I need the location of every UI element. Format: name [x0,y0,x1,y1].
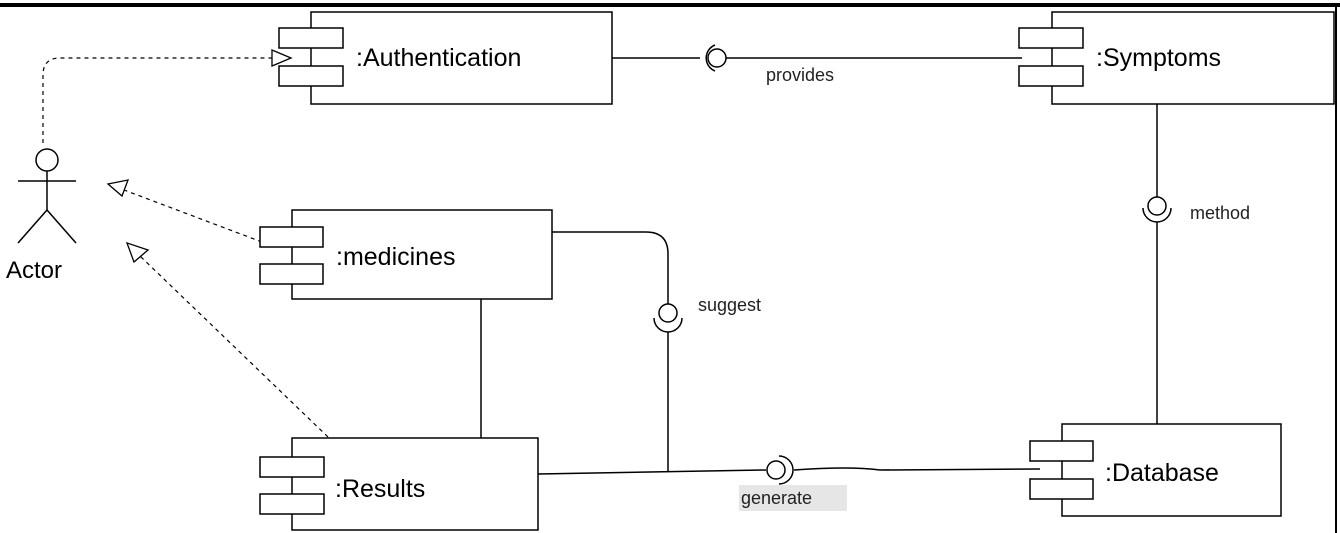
provides-label: provides [766,65,834,85]
component-authentication[interactable]: :Authentication [278,11,613,105]
connector-medicines-suggest[interactable] [552,231,669,305]
component-database[interactable]: :Database [1029,423,1282,517]
method-ball [1147,196,1167,216]
authentication-box [310,11,613,105]
results-label: :Results [335,475,425,503]
authentication-label: :Authentication [356,44,521,72]
results-port-top [259,456,325,478]
actor[interactable]: Actor [6,148,77,284]
generate-socket [778,455,794,485]
connector-generate-database[interactable] [793,467,1041,471]
authentication-port-bottom [278,65,344,87]
suggest-ball [658,303,678,323]
medicines-port-top [259,226,324,248]
suggest-socket [653,317,683,333]
interface-method[interactable] [1142,196,1172,223]
actor-leg-left [17,209,48,244]
symptoms-box [1051,11,1335,105]
database-port-bottom [1029,478,1094,500]
component-medicines[interactable]: :medicines [259,209,553,300]
method-socket [1142,207,1172,223]
symptoms-label: :Symptoms [1096,44,1221,72]
authentication-port-top [278,27,344,49]
generate-label: generate [741,488,812,508]
interface-suggest[interactable] [653,303,683,333]
dependency-results-actor[interactable] [139,255,329,438]
suggest-label: suggest [698,295,761,315]
dependency-medicines-actor[interactable] [123,189,263,243]
interface-generate[interactable] [766,455,794,485]
actor-label: Actor [6,257,62,284]
dependency-arrowhead-medicines [106,179,130,198]
medicines-label: :medicines [336,243,456,271]
symptoms-port-bottom [1018,65,1084,87]
actor-head [35,148,59,172]
generate-label-highlight [739,485,847,511]
dependency-actor-authentication[interactable] [42,57,272,143]
generate-ball [766,460,786,480]
database-box [1061,423,1282,517]
method-label: method [1190,203,1250,223]
dependency-arrowhead-results [125,241,150,264]
component-results[interactable]: :Results [259,437,539,531]
database-port-top [1029,440,1094,462]
provides-ball [707,48,727,68]
interface-provides[interactable] [705,44,727,72]
results-box [291,437,539,531]
database-label: :Database [1105,459,1219,487]
medicines-box [291,209,553,300]
connector-results-generate[interactable] [537,469,767,475]
actor-leg-right [46,209,77,244]
provides-socket [705,44,716,72]
dependency-arrowhead-authentication [271,49,293,67]
symptoms-port-top [1018,27,1084,49]
results-port-bottom [259,493,325,515]
medicines-port-bottom [259,263,324,285]
component-symptoms[interactable]: :Symptoms [1018,11,1335,105]
